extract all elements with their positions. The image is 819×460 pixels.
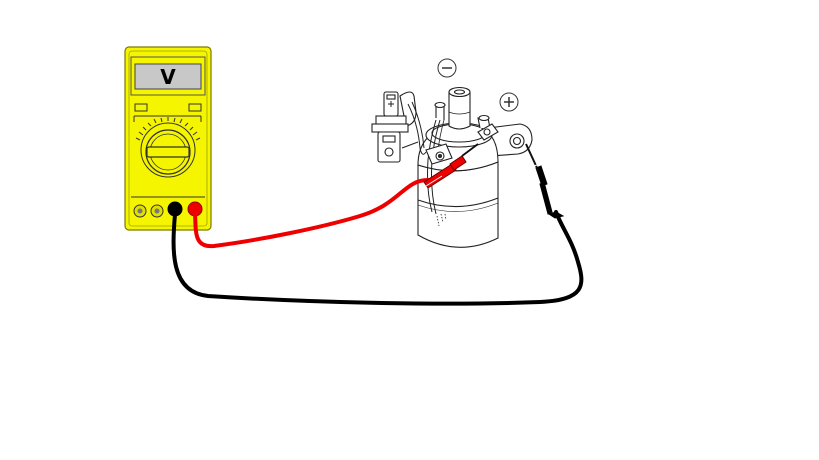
black-test-lead-wire — [171, 210, 584, 306]
ignition-coil — [417, 86, 533, 248]
multimeter: V — [124, 46, 212, 231]
black-test-probe[interactable] — [525, 143, 565, 219]
coil-high-tension-tower — [448, 91, 471, 130]
multimeter-dial-knob[interactable] — [146, 146, 190, 158]
coil-positive-terminal-symbol — [499, 92, 519, 112]
multimeter-rotary-dial[interactable] — [135, 117, 201, 178]
multimeter-display-reading: V — [160, 65, 176, 89]
multimeter-display — [134, 63, 202, 90]
red-test-lead-wire — [193, 178, 430, 249]
multimeter-button-left[interactable] — [134, 103, 148, 112]
coil-negative-terminal-symbol — [437, 58, 457, 78]
ballast-resistor — [371, 91, 427, 163]
multimeter-button-right[interactable] — [188, 103, 202, 112]
red-test-probe[interactable] — [423, 143, 479, 189]
